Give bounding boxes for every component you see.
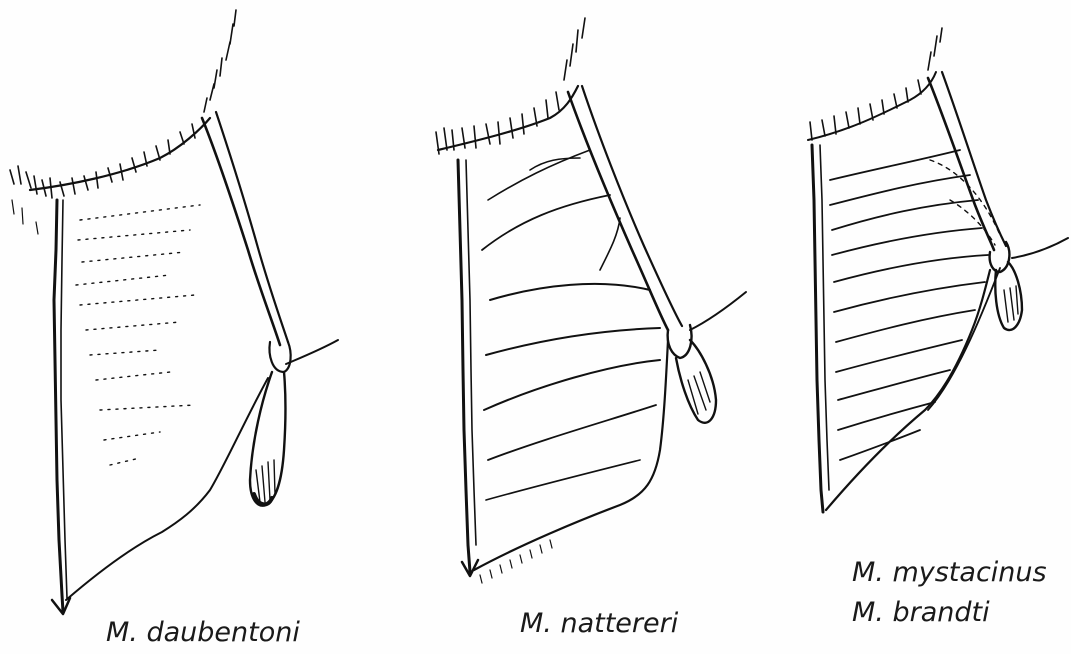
tail-bone-inner bbox=[61, 200, 67, 598]
drawing-nattereri bbox=[436, 18, 746, 583]
leg-bone bbox=[202, 118, 280, 345]
label-brandti: M. brandti bbox=[852, 597, 990, 628]
drawing-daubentoni bbox=[10, 10, 338, 614]
label-nattereri: M. nattereri bbox=[520, 608, 678, 639]
label-mystacinus: M. mystacinus bbox=[852, 557, 1047, 588]
membrane-edge bbox=[66, 378, 268, 600]
drawing-mystacinus-brandti bbox=[808, 28, 1068, 512]
foot bbox=[250, 372, 286, 506]
label-daubentoni: M. daubentoni bbox=[106, 617, 300, 648]
